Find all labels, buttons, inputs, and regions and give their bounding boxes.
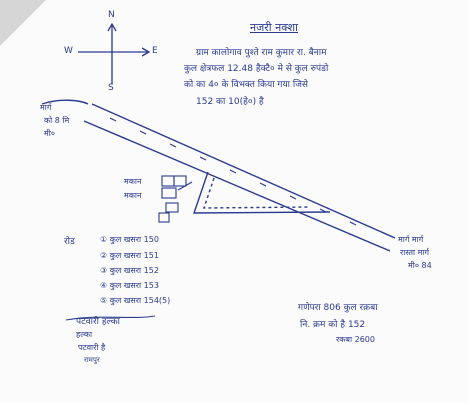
plot-list-item-2: ② कुल खसरा 151 (100, 251, 159, 260)
plot-triangle (193, 171, 331, 214)
road-label-left-3: मी० (44, 129, 56, 138)
building-label-2: मकान (124, 191, 142, 200)
building-3 (161, 187, 177, 199)
building-2 (173, 175, 187, 187)
road-label-left-1: मार्ग (40, 103, 52, 112)
building-5 (158, 212, 170, 223)
road (41, 99, 396, 252)
road-label-right-1: मार्ग मार्ग (398, 235, 424, 244)
road-label-left-2: को 8 मि (44, 116, 70, 125)
description-line-4: 152 का 10(हे०) है (196, 97, 264, 107)
road-label-right-3: मी० 84 (408, 261, 432, 270)
note-line-3: रकबा 2600 (336, 335, 375, 344)
road-dashes (109, 117, 357, 226)
plot-list-item-1: ① कुल खसरा 150 (100, 235, 159, 244)
signature-underline (65, 315, 156, 321)
description-line-1: ग्राम कालोगाव पुश्ते राम कुमार रा. बैनाम (196, 48, 327, 58)
page-fold-corner (0, 0, 46, 46)
building-pointer (177, 181, 193, 191)
plot-list-item-4: ④ कुल खसरा 153 (100, 281, 159, 290)
building-blocks (158, 175, 193, 223)
description-line-2: कुल क्षेत्रफल 12.48 हैक्टै० मे से कुल रु… (184, 64, 329, 74)
road-edge-upper (91, 103, 396, 239)
description-line-3: को का 4० के विभक्त किया गया जिसे (184, 80, 308, 90)
compass-south-label: S (108, 83, 114, 93)
signature-line-2: हल्का (76, 330, 93, 339)
page-title: नजरी नक्शा (250, 21, 298, 34)
building-1 (161, 175, 175, 187)
compass-rose (78, 22, 151, 84)
compass-north-arrow (107, 22, 117, 32)
compass-west-label: W (64, 46, 73, 56)
signature-line-1: पटवारी हल्का (76, 317, 120, 327)
compass-east-arrow (141, 47, 151, 57)
plot-list-heading: रोड (64, 237, 75, 247)
building-4 (165, 202, 179, 213)
plot-inner-dashed (203, 177, 311, 209)
signature-line-3: पटवारी है (78, 343, 106, 352)
compass-east-label: E (152, 46, 158, 56)
note-line-2: नि. क्रम को है 152 (300, 320, 366, 330)
road-pointer-left (41, 99, 89, 105)
building-label-1: मकान (124, 177, 142, 186)
plot-list-item-5: ⑤ कुल खसरा 154(5) (100, 296, 171, 305)
road-edge-lower (83, 120, 391, 252)
signature-line-4: रामपुर (84, 356, 100, 364)
plot-outline (193, 171, 331, 214)
compass-north-label: N (108, 10, 115, 20)
plot-list-item-3: ③ कुल खसरा 152 (100, 266, 159, 275)
road-label-right-2: रास्ता मार्ग (400, 248, 429, 257)
note-line-1: गणेपरा 806 कुल रक़बा (298, 303, 378, 313)
